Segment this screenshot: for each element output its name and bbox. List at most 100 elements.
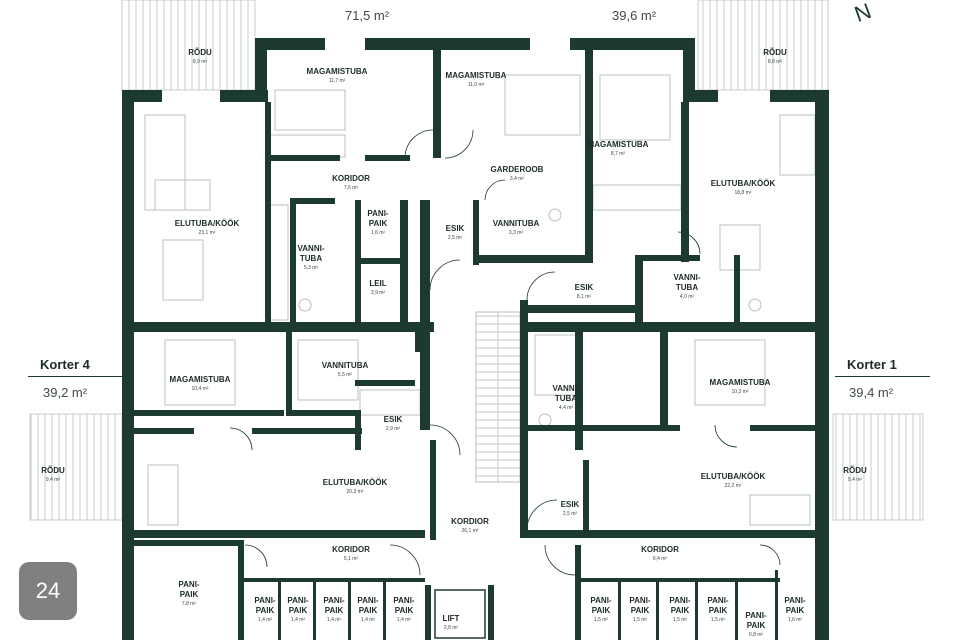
room-area: 4,4 m²: [558, 405, 574, 411]
room-label: PANI-PAIK: [629, 596, 651, 615]
room-area: 5,1 m²: [343, 556, 359, 562]
room-area: 9,4 m²: [45, 477, 61, 483]
room-label: MAGAMISTUBA: [169, 375, 231, 384]
room-label: ELUTUBA/KÖÖK: [700, 472, 766, 481]
room-label: VANNI-TUBA: [552, 384, 580, 403]
room-area: 5,3 m²: [303, 265, 319, 271]
room-area: 6,4 m²: [652, 556, 668, 562]
room-label: VANNITUBA: [321, 361, 369, 370]
room-area: 8,1 m²: [576, 294, 592, 300]
lift-shaft: [434, 589, 486, 639]
room-area: 10,4 m²: [191, 386, 209, 392]
room-area: 20,3 m²: [346, 489, 364, 495]
room-label: RÕDU: [188, 48, 212, 57]
room-label: MAGAMISTUBA: [587, 140, 649, 149]
room-label: MAGAMISTUBA: [306, 67, 368, 76]
room-label: ELUTUBA/KÖÖK: [174, 219, 240, 228]
room-label: PANI-PAIK: [669, 596, 691, 615]
room-area: 1,4 m²: [360, 617, 376, 623]
apartment-1-area: 39,4 m²: [849, 385, 894, 400]
apartment-4-area: 39,2 m²: [43, 385, 88, 400]
room-area: 3,4 m²: [509, 176, 525, 182]
room-label: KORDIOR: [451, 517, 489, 526]
top-area-right: 39,6 m²: [612, 8, 657, 23]
balcony-right: [832, 413, 924, 521]
walls: [122, 38, 829, 640]
room-area: 0,8 m²: [748, 632, 764, 638]
room-area: 11,7 m²: [328, 78, 346, 84]
room-area: 1,5 m²: [632, 617, 648, 623]
room-label: LIFT: [442, 614, 460, 623]
room-label: KORIDOR: [332, 545, 370, 554]
room-label: PANI-PAIK: [357, 596, 379, 615]
room-area: 2,5 m²: [562, 511, 578, 517]
storage-dividers: [278, 570, 778, 640]
room-label: MAGAMISTUBA: [709, 378, 771, 387]
room-area: 1,6 m²: [787, 617, 803, 623]
room-area: 4,0 m²: [679, 294, 695, 300]
room-label: GARDEROOB: [490, 165, 544, 174]
room-area: 9,4 m²: [847, 477, 863, 483]
room-area: 3,9 m²: [370, 290, 386, 296]
room-label: RÕDU: [41, 466, 65, 475]
room-label: VANNI-TUBA: [297, 244, 325, 263]
room-area: 1,5 m²: [593, 617, 609, 623]
room-area: 2,5 m²: [447, 235, 463, 241]
room-label: PANI-PAIK: [784, 596, 806, 615]
room-label: ESIK: [383, 415, 403, 424]
room-label: PANI-PAIK: [178, 580, 200, 599]
room-label: MAGAMISTUBA: [445, 71, 507, 80]
room-label: ELUTUBA/KÖÖK: [710, 179, 776, 188]
room-label: ESIK: [560, 500, 580, 509]
room-area: 1,5 m²: [672, 617, 688, 623]
room-label: LEIL: [369, 279, 387, 288]
room-area: 10,3 m²: [731, 389, 749, 395]
room-label: PANI-PAIK: [323, 596, 345, 615]
balcony-left: [29, 413, 123, 521]
room-area: 1,5 m²: [710, 617, 726, 623]
room-label: KORIDOR: [332, 174, 370, 183]
balcony-top-right: [697, 0, 829, 91]
balcony-top-left: [121, 0, 256, 91]
room-label: VANNITUBA: [492, 219, 540, 228]
room-label: PANI-PAIK: [287, 596, 309, 615]
room-area: 1,4 m²: [396, 617, 412, 623]
room-area: 7,8 m²: [181, 601, 197, 607]
room-area: 18,8 m²: [734, 190, 752, 196]
room-area: 8,8 m²: [767, 59, 783, 65]
room-area: 2,9 m²: [385, 426, 401, 432]
room-area: 23,1 m²: [198, 230, 216, 236]
room-area: 2,8 m²: [443, 625, 459, 631]
room-area: 7,6 m²: [343, 185, 359, 191]
room-label: RÕDU: [763, 48, 787, 57]
room-area: 1,4 m²: [326, 617, 342, 623]
apartment-1-name: Korter 1: [847, 357, 897, 372]
room-area: 1,4 m²: [257, 617, 273, 623]
room-label: ELUTUBA/KÖÖK: [322, 478, 388, 487]
room-area: 8,7 m²: [610, 151, 626, 157]
room-area: 1,4 m²: [290, 617, 306, 623]
room-label: PANI-PAIK: [745, 611, 767, 630]
apartment-4-name: Korter 4: [40, 357, 90, 372]
room-label: KORIDOR: [641, 545, 679, 554]
room-label: PANI-PAIK: [254, 596, 276, 615]
door-swings: [229, 129, 781, 576]
room-label: PANI-PAIK: [590, 596, 612, 615]
page-number-badge: 24: [19, 562, 77, 620]
room-area: 22,2 m²: [724, 483, 742, 489]
room-label: PANI-PAIK: [367, 209, 389, 228]
room-area: 26,1 m²: [461, 528, 479, 534]
room-label: PANI-PAIK: [707, 596, 729, 615]
room-area: 11,0 m²: [467, 82, 485, 88]
room-label: ESIK: [574, 283, 594, 292]
room-label: RÕDU: [843, 466, 867, 475]
room-label: PANI-PAIK: [393, 596, 415, 615]
top-area-left: 71,5 m²: [345, 8, 390, 23]
room-label: ESIK: [445, 224, 465, 233]
room-area: 5,5 m²: [337, 372, 353, 378]
room-area: 3,3 m²: [508, 230, 524, 236]
room-label: VANNI-TUBA: [673, 273, 701, 292]
room-area: 1,6 m²: [370, 230, 386, 236]
room-area: 8,9 m²: [192, 59, 208, 65]
